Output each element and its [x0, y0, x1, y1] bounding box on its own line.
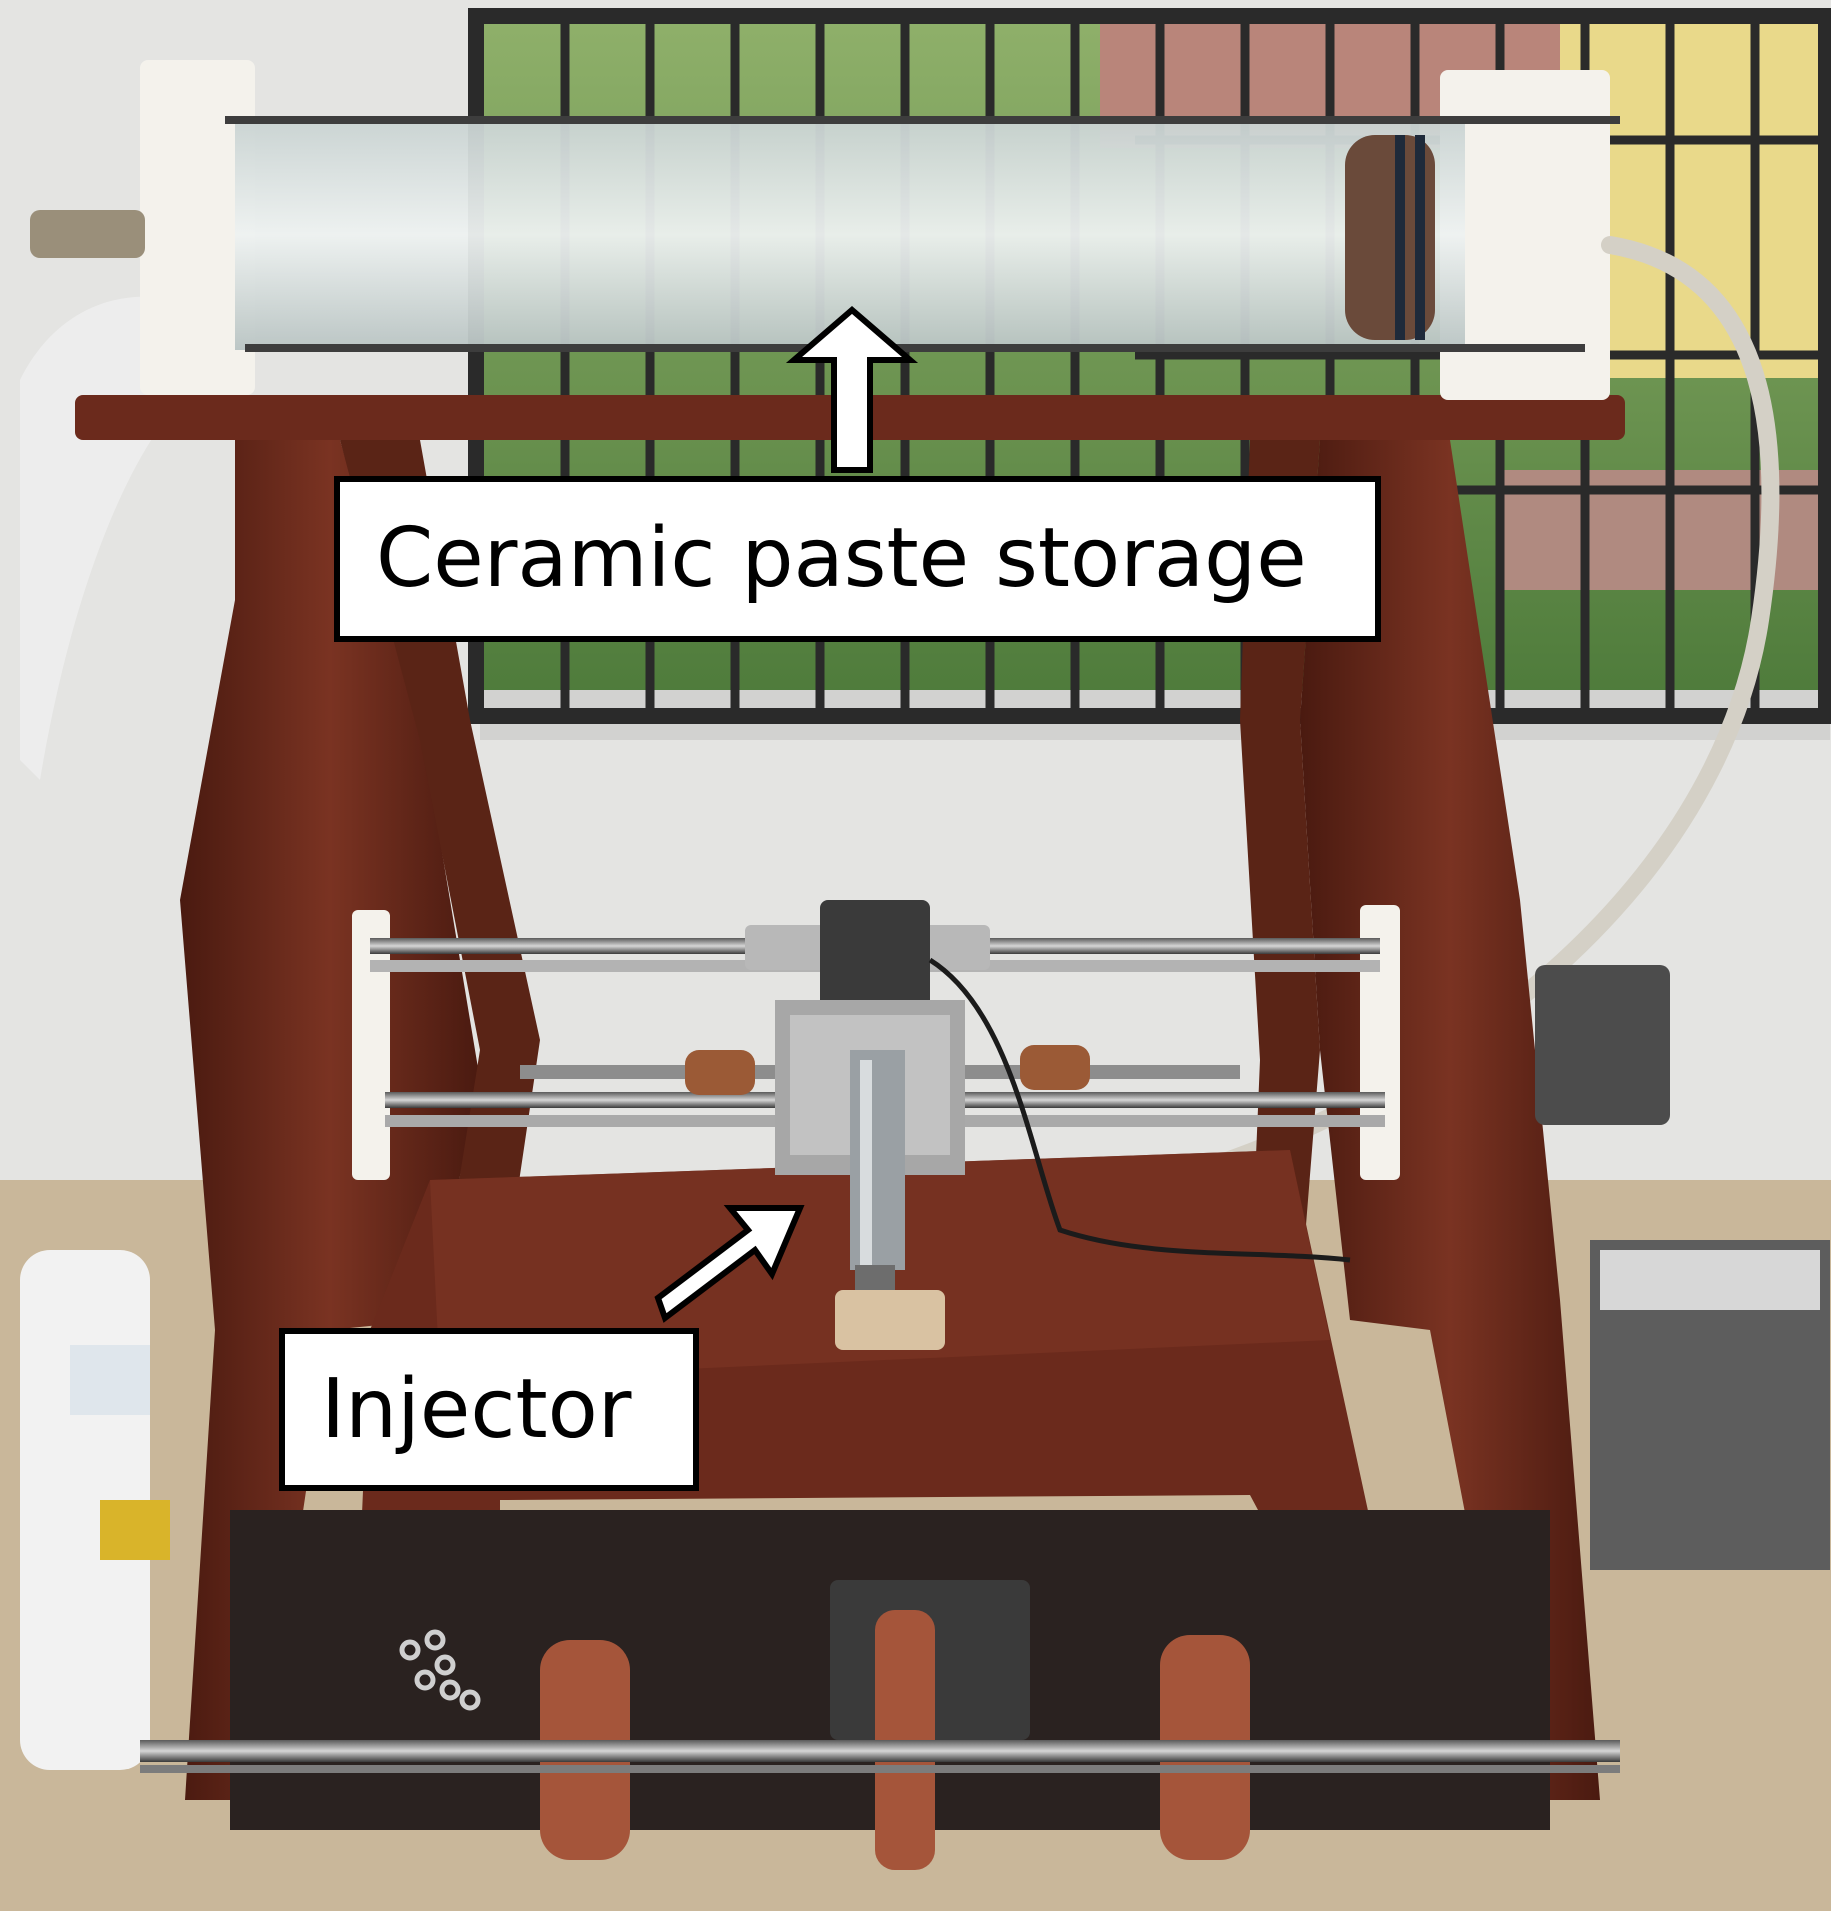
- washers: [399, 1629, 481, 1711]
- wires: [928, 957, 1351, 1263]
- ceramic-paste-storage-label: Ceramic paste storage: [334, 476, 1381, 642]
- printed-sample: [835, 1290, 945, 1350]
- threaded-rod: [140, 1740, 1620, 1762]
- side-stepper-motor: [1535, 965, 1670, 1125]
- injector-nozzle: [850, 1050, 905, 1300]
- injector-pointer-arrow: [654, 1205, 805, 1323]
- yellow-board: [100, 1500, 170, 1560]
- paste-storage-tube: [30, 60, 1620, 400]
- right-bracket: [1360, 905, 1400, 1180]
- breadboard: [70, 1345, 150, 1415]
- right-inner-frame: [1240, 440, 1320, 1300]
- right-side-frame: [1300, 440, 1600, 1800]
- injector-label: Injector: [279, 1328, 699, 1491]
- left-bracket: [352, 910, 390, 1180]
- left-side-frame: [180, 440, 480, 1800]
- storage-pointer-arrow: [785, 306, 919, 473]
